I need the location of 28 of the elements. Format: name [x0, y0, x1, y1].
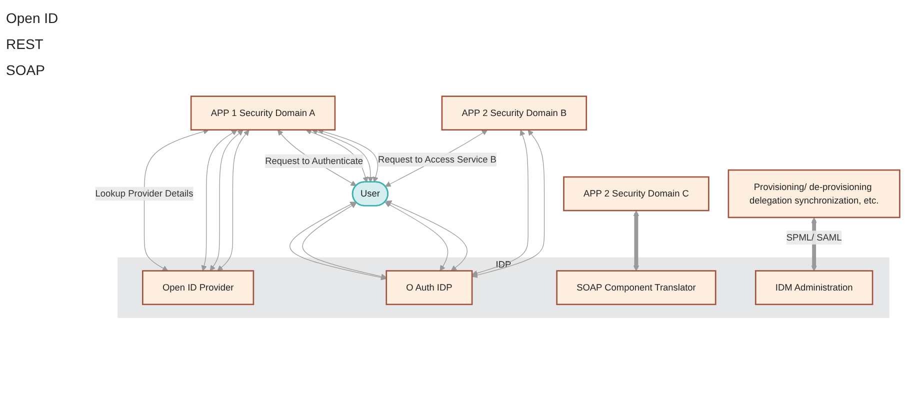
arrow — [210, 129, 244, 271]
edge-label: Lookup Provider Details — [95, 188, 194, 198]
arrow — [290, 201, 387, 280]
node-box: Provisioning/ de-provisioning delegation synchronization, etc. — [728, 168, 900, 218]
edge-label: Request to Authenticate — [265, 155, 364, 166]
note-label: REST — [6, 36, 44, 52]
edge-label: SPML/ SAML — [786, 232, 842, 242]
node-box: APP 2 Security Domain B — [441, 95, 588, 130]
arrow — [318, 128, 378, 182]
arrow — [302, 202, 387, 279]
arrow — [386, 200, 468, 271]
arrow — [633, 210, 640, 271]
node-box: APP 1 Security Domain A — [190, 95, 336, 130]
node-box: SOAP Component Translator — [556, 270, 716, 305]
arrow — [217, 129, 250, 271]
arrow — [472, 129, 545, 278]
note-label: SOAP — [6, 62, 46, 78]
note-label: Open ID — [6, 10, 60, 26]
node-box: O Auth IDP — [386, 270, 473, 305]
arrow — [201, 129, 238, 271]
node-box: IDM Administration — [754, 270, 874, 305]
arrow — [384, 202, 448, 271]
arrow — [312, 128, 374, 182]
node-box: Open ID Provider — [142, 270, 254, 305]
arrow — [144, 128, 209, 271]
edge-label: Request to Access Service B — [378, 154, 496, 164]
node-box: APP 2 Security Domain C — [563, 176, 710, 211]
arrow — [472, 129, 528, 276]
